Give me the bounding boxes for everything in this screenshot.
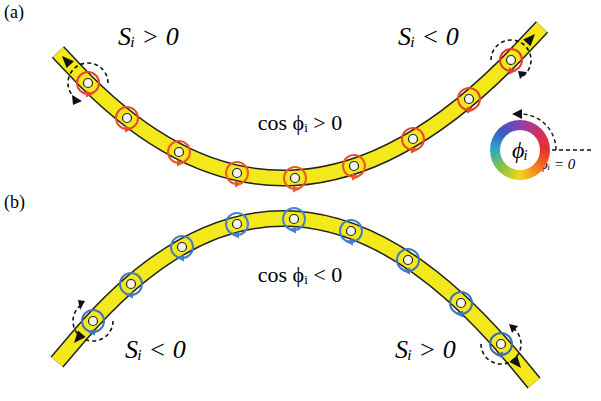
rotor bbox=[283, 208, 305, 234]
arc-arrowhead bbox=[78, 300, 85, 310]
rotor bbox=[171, 236, 193, 262]
zero-line bbox=[552, 149, 592, 150]
rotor bbox=[168, 141, 190, 167]
bead bbox=[404, 256, 413, 265]
bead bbox=[233, 220, 242, 229]
rotor bbox=[402, 128, 424, 154]
end-arrowheads bbox=[62, 34, 535, 368]
bead bbox=[178, 243, 187, 252]
rotor bbox=[226, 213, 248, 239]
rotor bbox=[458, 88, 480, 114]
phase-condition: cos ϕᵢ < 0 bbox=[258, 262, 342, 287]
bead bbox=[233, 169, 242, 178]
phase-color-wheel: ϕᵢ bbox=[490, 120, 550, 180]
bead bbox=[350, 162, 359, 171]
spin-label: Sᵢ > 0 bbox=[395, 335, 456, 365]
rotor bbox=[397, 249, 419, 275]
bead bbox=[497, 340, 506, 349]
dashed-arc bbox=[491, 40, 531, 76]
end-rotation-arcs bbox=[68, 40, 531, 364]
spin-label: Sᵢ < 0 bbox=[398, 22, 459, 52]
rotor bbox=[490, 333, 512, 359]
rotor bbox=[120, 273, 142, 299]
rotor bbox=[284, 167, 306, 193]
rotor bbox=[340, 220, 362, 246]
rotor bbox=[500, 49, 522, 75]
tangent-arrowhead bbox=[523, 34, 535, 46]
arc-arrowhead bbox=[509, 324, 518, 333]
bead bbox=[347, 227, 356, 236]
phase-condition: cos ϕᵢ > 0 bbox=[258, 110, 342, 135]
panel-letter: (b) bbox=[4, 192, 25, 213]
bead bbox=[409, 135, 418, 144]
spin-label: Sᵢ > 0 bbox=[118, 22, 179, 52]
rotor bbox=[343, 155, 365, 181]
bead bbox=[465, 95, 474, 104]
bead bbox=[127, 280, 136, 289]
rotor bbox=[77, 72, 99, 98]
phase-symbol: ϕᵢ bbox=[512, 138, 528, 162]
bead bbox=[123, 114, 132, 123]
dashed-arc bbox=[68, 63, 108, 99]
bead bbox=[175, 148, 184, 157]
bead bbox=[291, 174, 300, 183]
band-b bbox=[57, 218, 534, 383]
tangent-arrowhead bbox=[510, 356, 522, 368]
rotor bbox=[450, 292, 472, 318]
beads-a bbox=[84, 56, 516, 183]
tangent-arrowhead bbox=[62, 56, 74, 68]
arc-arrowhead bbox=[72, 95, 82, 105]
wheel-center: ϕᵢ bbox=[500, 130, 540, 170]
phase-arrowhead bbox=[512, 109, 522, 119]
rotor bbox=[226, 162, 248, 188]
tangent-arrowhead bbox=[74, 331, 86, 343]
rotors-a bbox=[77, 49, 522, 193]
bead bbox=[507, 56, 516, 65]
bead bbox=[84, 79, 93, 88]
bead bbox=[89, 317, 98, 326]
bead bbox=[457, 299, 466, 308]
panel-letter: (a) bbox=[4, 2, 24, 23]
beads-b bbox=[89, 215, 506, 349]
rotor bbox=[116, 107, 138, 133]
bead bbox=[290, 215, 299, 224]
spin-label: Sᵢ < 0 bbox=[125, 335, 186, 365]
rotor bbox=[82, 310, 104, 336]
arc-arrowhead bbox=[518, 71, 527, 79]
